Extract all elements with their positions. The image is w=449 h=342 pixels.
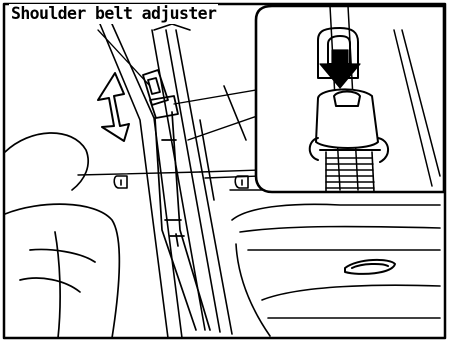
- b-pillar: [100, 24, 246, 338]
- seat-and-headrest: [5, 133, 119, 338]
- shoulder-belt-adjuster-label: Shoulder belt adjuster: [9, 4, 218, 24]
- belt-adjuster-anchor: [143, 70, 178, 118]
- door-handle: [345, 260, 395, 274]
- door-trim: [232, 204, 440, 336]
